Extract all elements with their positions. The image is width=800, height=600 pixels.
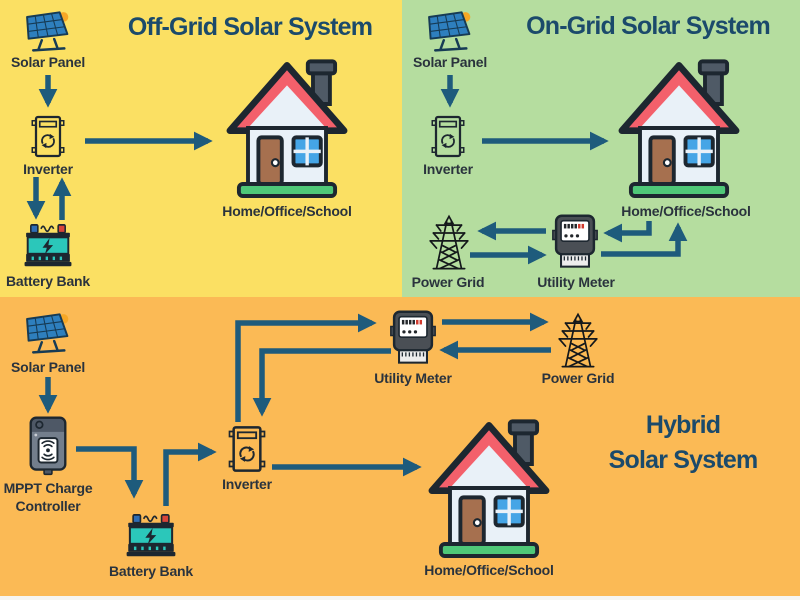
ongrid-power-grid-label: Power Grid: [411, 274, 485, 290]
hybrid-battery-bank-icon: [125, 514, 177, 558]
hybrid-title-line2: Solar System: [608, 446, 759, 474]
hybrid-solar-panel-icon: [23, 312, 73, 357]
ongrid-title: On-Grid Solar System: [526, 12, 771, 40]
hybrid-power-grid-icon: [553, 312, 603, 369]
hybrid-utility-meter-icon: [390, 310, 436, 366]
offgrid-inverter-label: Inverter: [23, 161, 73, 177]
ongrid-house-icon: [614, 56, 744, 200]
hybrid-mppt-charge-controller-icon: [26, 416, 70, 476]
ongrid-inverter-label: Inverter: [423, 161, 473, 177]
hybrid-house-icon: [424, 416, 554, 560]
bottom-edge-strip: [0, 596, 800, 600]
hybrid-mppt-label-line2: Controller: [15, 498, 81, 514]
ongrid-house-label: Home/Office/School: [621, 203, 751, 219]
offgrid-title: Off-Grid Solar System: [127, 13, 373, 41]
offgrid-battery-bank-label: Battery Bank: [6, 273, 90, 289]
hybrid-title-line1: Hybrid: [645, 411, 721, 439]
offgrid-house-label: Home/Office/School: [222, 203, 352, 219]
ongrid-solar-panel-label: Solar Panel: [412, 54, 488, 70]
ongrid-utility-meter-label: Utility Meter: [537, 274, 615, 290]
ongrid-inverter-icon: [430, 114, 466, 159]
hybrid-mppt-label-line1: MPPT Charge: [3, 480, 93, 496]
offgrid-house-icon: [222, 56, 352, 200]
hybrid-inverter-icon: [227, 424, 267, 474]
ongrid-solar-panel-icon: [425, 10, 475, 55]
offgrid-inverter-icon: [30, 114, 66, 159]
hybrid-power-grid-label: Power Grid: [541, 370, 615, 386]
ongrid-power-grid-icon: [424, 214, 474, 271]
offgrid-solar-panel-icon: [23, 10, 73, 55]
hybrid-battery-bank-label: Battery Bank: [109, 563, 193, 579]
hybrid-inverter-label: Inverter: [222, 476, 272, 492]
hybrid-solar-panel-label: Solar Panel: [10, 359, 86, 375]
ongrid-utility-meter-icon: [552, 214, 598, 270]
offgrid-battery-bank-icon: [23, 224, 73, 268]
hybrid-house-label: Home/Office/School: [424, 562, 554, 578]
hybrid-utility-meter-label: Utility Meter: [374, 370, 452, 386]
offgrid-solar-panel-label: Solar Panel: [10, 54, 86, 70]
